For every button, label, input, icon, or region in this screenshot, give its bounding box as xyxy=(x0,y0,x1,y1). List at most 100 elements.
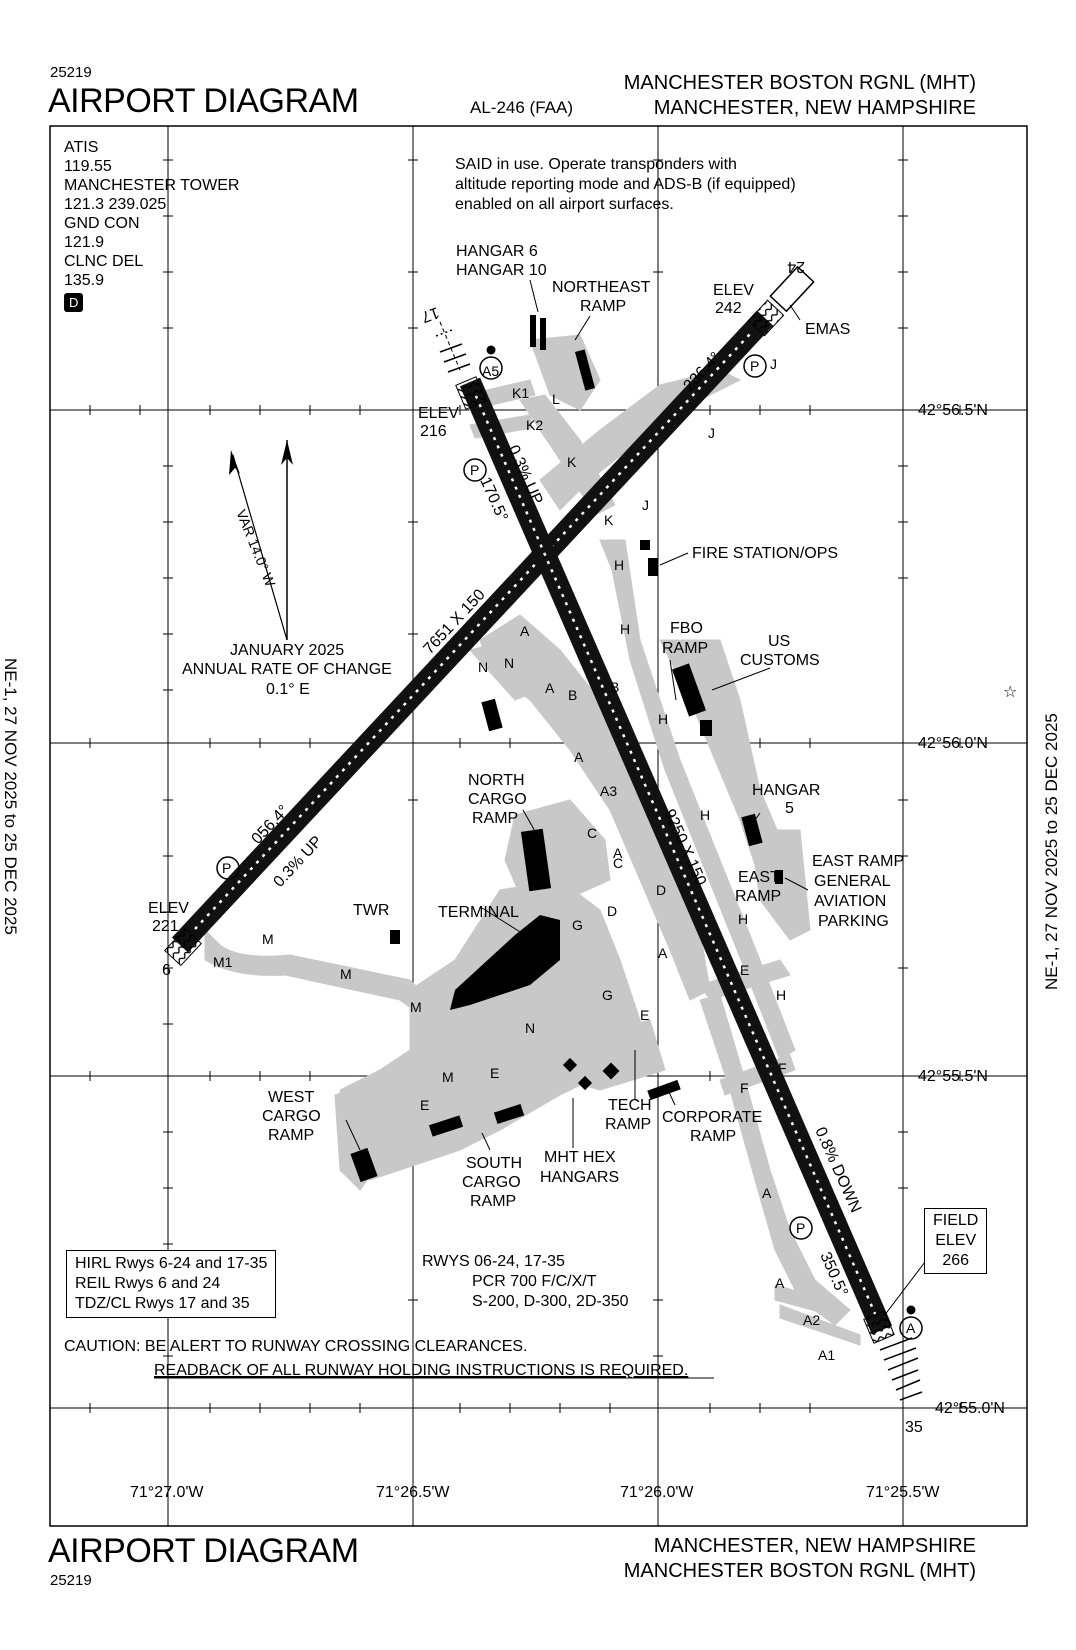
lon-label-2: 71°26.5'W xyxy=(376,1484,450,1501)
emas-label: EMAS xyxy=(805,321,850,338)
rwys-line1: RWYS 06-24, 17-35 xyxy=(422,1253,565,1270)
hangar-6-building xyxy=(530,315,536,347)
east-ramp-label-2: RAMP xyxy=(735,888,781,905)
map-frame xyxy=(49,125,1028,1527)
twy-D-1: D xyxy=(607,903,617,919)
tower-freq: 121.3 239.025 xyxy=(64,196,167,213)
airport-name-top: MANCHESTER BOSTON RGNL (MHT) xyxy=(623,72,976,94)
twy-J-1: J xyxy=(708,425,715,441)
lighting-line3: TDZ/CL Rwys 17 and 35 xyxy=(75,1295,250,1312)
marker-P-2: P xyxy=(750,358,759,374)
rwys-line2: PCR 700 F/C/X/T xyxy=(472,1273,597,1290)
runway-17-35 xyxy=(455,376,895,1344)
twy-G-2: G xyxy=(602,987,613,1003)
twy-L: L xyxy=(552,391,560,407)
lon-label-3: 71°26.0'W xyxy=(620,1484,694,1501)
marker-P-1: P xyxy=(222,860,231,876)
hex-label-1: MHT HEX xyxy=(544,1149,616,1166)
twy-H-1: H xyxy=(614,557,624,573)
twy-J-3: J xyxy=(770,356,777,372)
twy-H-5: H xyxy=(738,911,748,927)
grid-ticks xyxy=(89,159,961,1413)
tech-label-1: TECH xyxy=(608,1097,652,1114)
marker-A-circle: A xyxy=(906,1320,916,1336)
twy-A5: A5 xyxy=(482,363,499,379)
beacon-star-icon: ☆ xyxy=(1003,684,1017,701)
twy-K-1: K xyxy=(567,454,577,470)
twy-K1: K1 xyxy=(512,385,529,401)
runway-6-24 xyxy=(164,265,815,967)
twr-label: TWR xyxy=(353,902,389,919)
marker-P-4: P xyxy=(796,1220,805,1236)
north-cargo-label-1: NORTH xyxy=(468,772,525,789)
gnd-freq: 121.9 xyxy=(64,234,105,251)
lon-label-4: 71°25.5'W xyxy=(866,1484,940,1501)
ne-ramp-label-2: RAMP xyxy=(580,298,626,315)
ne-ramp-label-1: NORTHEAST xyxy=(552,279,651,296)
north-cargo-building xyxy=(520,828,552,892)
field-elev-box: FIELD ELEV 266 xyxy=(924,1208,988,1274)
twy-B-2: B xyxy=(610,679,619,695)
twy-K2: K2 xyxy=(526,417,543,433)
airport-name-bottom: MANCHESTER BOSTON RGNL (MHT) xyxy=(623,1560,976,1582)
atis-freq: 119.55 xyxy=(64,158,112,175)
corporate-label-1: CORPORATE xyxy=(662,1109,762,1126)
twy-M1: M1 xyxy=(213,954,233,970)
hangar-5-building xyxy=(741,813,763,847)
twy-F-1: F xyxy=(740,1080,749,1096)
twy-E-4: E xyxy=(420,1097,429,1113)
twy-C-2: C xyxy=(613,855,623,871)
rwy-end-35: 35 xyxy=(905,1419,923,1436)
twy-N-1: N xyxy=(525,1020,535,1036)
twy-A2: A2 xyxy=(803,1312,820,1328)
twy-M-1: M xyxy=(262,931,274,947)
field-elev-line2: ELEV xyxy=(935,1232,977,1249)
twy-H-6: H xyxy=(776,987,786,1003)
clnc-label: CLNC DEL xyxy=(64,253,144,270)
twy-F-2: F xyxy=(778,1060,787,1076)
west-cargo-label-3: RAMP xyxy=(268,1127,314,1144)
west-cargo-label-2: CARGO xyxy=(262,1108,321,1125)
customs-building xyxy=(671,663,707,717)
corporate-building xyxy=(647,1079,681,1101)
twy-H-2: H xyxy=(620,621,630,637)
fbo-label-2: RAMP xyxy=(662,640,708,657)
buildings xyxy=(350,315,783,1183)
north-cargo-label-3: RAMP xyxy=(472,810,518,827)
hangar-sw-building xyxy=(481,698,503,732)
elev-17-value: 216 xyxy=(420,423,447,440)
fbo-building xyxy=(700,720,712,736)
twy-A-3: A xyxy=(574,749,584,765)
twy-A1: A1 xyxy=(818,1347,835,1363)
elev-24-label: ELEV xyxy=(713,282,754,299)
twy-A-1: A xyxy=(520,623,530,639)
north-cargo-label-2: CARGO xyxy=(468,791,527,808)
lat-label-2: 42°56.0'N xyxy=(918,735,988,752)
lighting-box: HIRL Rwys 6-24 and 17-35 REIL Rwys 6 and… xyxy=(66,1250,277,1318)
approach-lights xyxy=(435,329,923,1401)
twy-C-1: C xyxy=(587,825,597,841)
marker-P-3: P xyxy=(470,462,479,478)
atis-label: ATIS xyxy=(64,139,99,156)
twy-A-2: A xyxy=(545,680,555,696)
twy-B-1: B xyxy=(568,687,577,703)
rwys-line3: S-200, D-300, 2D-350 xyxy=(472,1293,629,1310)
twy-N-2: N xyxy=(478,659,488,675)
tower-building xyxy=(390,930,400,944)
west-cargo-label-1: WEST xyxy=(268,1089,314,1106)
fire-station-building-1 xyxy=(640,540,650,550)
south-cargo-building-2 xyxy=(493,1103,525,1125)
hangar5-label-1: HANGAR xyxy=(752,782,820,799)
said-line2: altitude reporting mode and ADS-B (if eq… xyxy=(455,176,796,193)
city-state-bottom: MANCHESTER, NEW HAMPSHIRE xyxy=(653,1535,976,1557)
lighting-line1: HIRL Rwys 6-24 and 17-35 xyxy=(75,1255,268,1272)
leader-lines xyxy=(345,279,926,1317)
twy-N-3: N xyxy=(504,655,514,671)
roc-line3: 0.1° E xyxy=(266,681,310,698)
twy-E-2: E xyxy=(640,1007,649,1023)
customs-label-2: CUSTOMS xyxy=(740,652,820,669)
twy-E-3: E xyxy=(740,962,749,978)
freq-block: ATIS 119.55 MANCHESTER TOWER 121.3 239.0… xyxy=(64,138,239,312)
ga-label-4: PARKING xyxy=(818,913,889,930)
elev-24-value: 242 xyxy=(715,300,742,317)
